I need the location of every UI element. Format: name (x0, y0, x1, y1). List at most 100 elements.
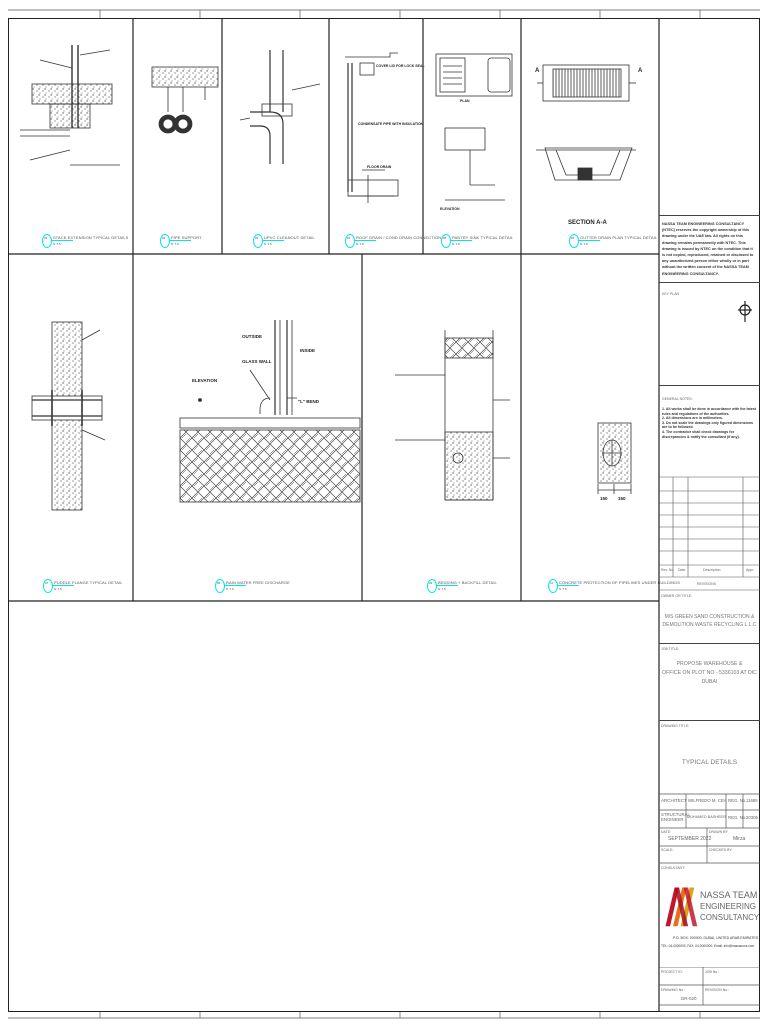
nassa-logo-icon (665, 887, 698, 927)
section-aa-label: SECTION A-A (568, 220, 607, 226)
drawing-title: TYPICAL DETAILS (681, 759, 738, 766)
detail-title: GUTTER DRAIN PLAN TYPICAL DETAIL (580, 235, 658, 240)
detail-bubble-icon (42, 234, 52, 248)
owner-line: M/S GREEN SAND CONSTRUCTION & (664, 614, 755, 620)
plan-label: PLAN (460, 99, 470, 103)
detail-number: 09 (429, 581, 433, 585)
drawing-cond-drain (345, 52, 399, 203)
detail-bubble-icon (215, 579, 225, 593)
project-id-label: PROJECT ID: (661, 970, 683, 974)
detail-title: PIPE SUPPORT (171, 235, 202, 240)
credits-grid (659, 793, 760, 864)
consultant-address: P.O. BOX: 000000, DUBAI, UNITED ARAB EMI… (673, 936, 759, 940)
job-line: PROPOSE WAREHOUSE & (676, 661, 743, 667)
floor-drain-label: FLOOR DRAIN (367, 165, 392, 169)
drawing-upvc-cleanout (239, 50, 321, 164)
detail-number: 01 (44, 236, 48, 240)
detail-number: 02 (162, 236, 166, 240)
architect-reg-label: REG. No. (728, 798, 747, 803)
detail-bubble-icon (345, 234, 355, 248)
key-plan-label: KEY PLAN (662, 292, 680, 296)
revision-no-label: REVISION No.: (705, 988, 730, 992)
section-marker-a-right: A (638, 68, 643, 74)
detail-bubble-icon (253, 234, 263, 248)
drawing-pantry-sink (435, 53, 513, 201)
general-note: 4. The contractor shall check drawings f… (662, 429, 740, 439)
architect-label: ARCHITECT (661, 798, 687, 803)
job-line: OFFICE ON PLOT NO - 5336103 AT DIC DUBAI (662, 670, 757, 685)
dim-right: 150 (618, 496, 626, 501)
detail-underline (262, 240, 284, 241)
general-notes: 1. All works shall be done in accordance… (662, 407, 756, 439)
rev-header-description: Description (703, 568, 721, 572)
detail-underline (557, 585, 579, 586)
structural-reg: 20305 (746, 815, 758, 820)
drawing-gutter-drain (536, 64, 636, 181)
detail-scale: N.T.S (54, 587, 62, 591)
owner-name: M/S GREEN SAND CONSTRUCTION & DEMOLITION… (659, 613, 760, 629)
detail-title: CONCRETE PROTECTION OF PIPELINES UNDER B… (559, 580, 681, 585)
elevation-note: ELEVATION (192, 378, 217, 383)
detail-underline (436, 585, 458, 586)
structural-name: MUHAMED BASHEER (687, 815, 726, 819)
general-note: 1. All works shall be done in accordance… (662, 407, 756, 416)
date-value: SEPTEMBER 2022 (668, 836, 712, 842)
inside-label: INSIDE (300, 348, 315, 353)
checked-by-label: CHECKED BY: (709, 848, 733, 852)
drawing-bedding-backfill (395, 330, 510, 501)
section-marker-a-left: A (535, 68, 540, 74)
id-grid (659, 967, 760, 1006)
l-bend-label: "L" BEND (298, 399, 320, 404)
drawn-by-label: DRAWN BY: (709, 830, 729, 834)
owner-label: OWNER OR TITLE: (661, 594, 693, 598)
consultant-contact: TEL: 04-0000000, FAX: 04-0000000, Email:… (661, 944, 755, 948)
detail-title: ROOF DRAIN / COND DRAIN CONNECTION (356, 235, 442, 240)
consultant-sub2: CONSULTANCY (700, 913, 760, 922)
revisions-label: REVISIONS (697, 582, 717, 586)
rev-header-date: Date (678, 568, 686, 572)
detail-bubble-icon (441, 234, 451, 248)
drawing-no-label: DRAWING No.: (661, 988, 686, 992)
detail-number: 04 (347, 236, 351, 240)
detail-underline (169, 240, 191, 241)
detail-title: BEDDING + BACKFILL DETAIL (438, 580, 497, 585)
drawing-puddle-flange (31, 321, 106, 511)
detail-bubble-icon (160, 234, 170, 248)
detail-scale: N.T.S (264, 242, 272, 246)
north-arrow-icon (738, 301, 752, 322)
detail-bubble-icon (43, 579, 53, 593)
job-title-label: JOB TITLE: (661, 647, 680, 651)
detail-scale: N.T.S (452, 242, 460, 246)
drawing-concrete-protection (597, 422, 632, 494)
date-label: DATE: (661, 830, 672, 834)
drawing-rain-water (179, 320, 361, 503)
detail-scale: N.T.S (171, 242, 179, 246)
detail-title: STACK EXTENSION TYPICAL DETAILS (53, 235, 129, 240)
drawing-title-label: DRAWING TITLE: (661, 724, 690, 728)
detail-scale: N.T.S (559, 587, 567, 591)
detail-underline (450, 240, 472, 241)
detail-underline (51, 240, 73, 241)
detail-underline (578, 240, 600, 241)
detail-title: RAIN WATER FREE DISCHARGE (226, 580, 290, 585)
general-note: 2. All dimensions are in millimeters. (662, 416, 723, 421)
structural-reg-label: REG. No. (728, 815, 747, 820)
general-note: 3. Do not scale the drawings only figure… (662, 420, 754, 430)
job-title: PROPOSE WAREHOUSE & OFFICE ON PLOT NO - … (659, 660, 760, 687)
detail-number: 03 (255, 236, 259, 240)
architect-reg: 11685 (746, 798, 758, 803)
rev-header-no: Rev. No. (661, 568, 675, 572)
drawn-by-value: Mirza (733, 836, 746, 842)
revision-table (659, 476, 760, 591)
detail-title: UPVC CLEANOUT DETAIL (264, 235, 315, 240)
copyright-notice: NASSA TEAM ENGINEERING CONSULTANCY (NTEC… (662, 222, 754, 276)
detail-scale: N.T.S (356, 242, 364, 246)
detail-number: 07 (45, 581, 49, 585)
consultant-label: CONSULTANT: (661, 866, 685, 870)
scale-label: SCALE: (661, 848, 674, 852)
elevation-label: ELEVATION (440, 207, 460, 211)
detail-underline (52, 585, 74, 586)
condensate-pipe-label: CONDENSATE PIPE WITH INSULATION (358, 122, 424, 126)
